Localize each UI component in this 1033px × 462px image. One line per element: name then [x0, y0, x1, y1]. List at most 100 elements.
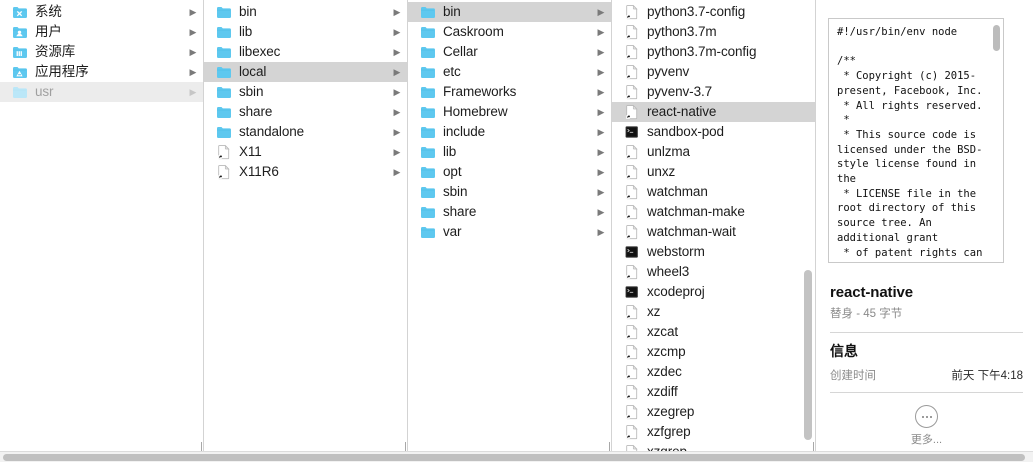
disclosure-chevron-icon: ▶ — [393, 147, 401, 157]
folder-icon — [420, 164, 437, 180]
file-row[interactable]: 资源库▶ — [0, 42, 203, 62]
file-row[interactable]: watchman-wait — [612, 222, 815, 242]
file-row[interactable]: unxz — [612, 162, 815, 182]
file-row[interactable]: watchman — [612, 182, 815, 202]
folder-icon — [420, 124, 437, 140]
file-row[interactable]: xzfgrep — [612, 422, 815, 442]
file-row[interactable]: xzegrep — [612, 402, 815, 422]
file-row[interactable]: python3.7m — [612, 22, 815, 42]
disclosure-chevron-icon: ▶ — [393, 67, 401, 77]
file-list-local: bin▶Caskroom▶Cellar▶etc▶Frameworks▶Homeb… — [408, 2, 611, 462]
file-row[interactable]: sbin▶ — [204, 82, 407, 102]
file-row[interactable]: Homebrew▶ — [408, 102, 611, 122]
file-row[interactable]: share▶ — [204, 102, 407, 122]
preview-scrollbar[interactable] — [993, 25, 1000, 51]
file-row[interactable]: share▶ — [408, 202, 611, 222]
folder-icon — [216, 124, 233, 140]
folder-users-icon — [12, 24, 29, 40]
folder-icon — [12, 84, 29, 100]
file-row[interactable]: 应用程序▶ — [0, 62, 203, 82]
file-row[interactable]: pyvenv-3.7 — [612, 82, 815, 102]
horizontal-scrollbar-thumb[interactable] — [3, 454, 1025, 461]
alias-icon — [624, 344, 641, 360]
disclosure-chevron-icon: ▶ — [393, 47, 401, 57]
file-row[interactable]: opt▶ — [408, 162, 611, 182]
file-row[interactable]: Cellar▶ — [408, 42, 611, 62]
folder-icon — [420, 184, 437, 200]
created-date-row: 创建时间 前天 下午4:18 — [830, 367, 1023, 383]
file-row[interactable]: var▶ — [408, 222, 611, 242]
disclosure-chevron-icon: ▶ — [597, 147, 605, 157]
file-row[interactable]: xzcat — [612, 322, 815, 342]
file-row[interactable]: python3.7m-config — [612, 42, 815, 62]
more-button-label: 更多... — [910, 434, 943, 446]
preview-pane: #!/usr/bin/env node /** * Copyright (c) … — [816, 0, 1033, 462]
folder-icon — [420, 24, 437, 40]
file-row[interactable]: local▶ — [204, 62, 407, 82]
column-resize-grip[interactable] — [402, 441, 407, 452]
file-row[interactable]: X11▶ — [204, 142, 407, 162]
file-row[interactable]: xzdec — [612, 362, 815, 382]
file-row[interactable]: etc▶ — [408, 62, 611, 82]
file-row[interactable]: standalone▶ — [204, 122, 407, 142]
file-row[interactable]: wheel3 — [612, 262, 815, 282]
file-row-label: wheel3 — [647, 264, 690, 279]
file-row[interactable]: 系统▶ — [0, 2, 203, 22]
terminal-icon — [624, 284, 641, 300]
file-row[interactable]: watchman-make — [612, 202, 815, 222]
file-row-label: python3.7m-config — [647, 44, 757, 59]
column-resize-grip[interactable] — [810, 441, 815, 452]
file-row[interactable]: react-native — [612, 102, 815, 122]
metadata-divider — [830, 332, 1023, 333]
disclosure-chevron-icon: ▶ — [393, 107, 401, 117]
file-row[interactable]: X11R6▶ — [204, 162, 407, 182]
file-row-label: watchman-wait — [647, 224, 736, 239]
ellipsis-circle-icon — [915, 405, 938, 428]
file-row-label: watchman-make — [647, 204, 745, 219]
disclosure-chevron-icon: ▶ — [189, 27, 197, 37]
file-row[interactable]: Frameworks▶ — [408, 82, 611, 102]
folder-icon — [420, 204, 437, 220]
file-row[interactable]: bin▶ — [204, 2, 407, 22]
file-row[interactable]: unlzma — [612, 142, 815, 162]
file-row[interactable]: 用户 ▶ — [0, 22, 203, 42]
file-row[interactable]: libexec▶ — [204, 42, 407, 62]
folder-applications-icon — [12, 64, 29, 80]
column-resize-grip[interactable] — [198, 441, 203, 452]
column-resize-grip[interactable] — [606, 441, 611, 452]
file-row-label: lib — [239, 24, 253, 39]
more-button[interactable]: 更多... — [830, 405, 1023, 447]
file-row-label: xzdiff — [647, 384, 678, 399]
disclosure-chevron-icon: ▶ — [597, 87, 605, 97]
alias-icon — [624, 384, 641, 400]
file-row[interactable]: xz — [612, 302, 815, 322]
file-row-label: sbin — [239, 84, 264, 99]
file-row[interactable]: webstorm — [612, 242, 815, 262]
file-row[interactable]: include▶ — [408, 122, 611, 142]
file-row[interactable]: lib▶ — [204, 22, 407, 42]
file-row[interactable]: sandbox-pod — [612, 122, 815, 142]
file-row[interactable]: xcodeproj — [612, 282, 815, 302]
file-row-label: Caskroom — [443, 24, 504, 39]
disclosure-chevron-icon: ▶ — [597, 67, 605, 77]
file-row[interactable]: usr▶ — [0, 82, 203, 102]
file-row[interactable]: xzcmp — [612, 342, 815, 362]
disclosure-chevron-icon: ▶ — [597, 187, 605, 197]
file-row[interactable]: Caskroom▶ — [408, 22, 611, 42]
horizontal-scrollbar[interactable] — [0, 451, 1033, 462]
preview-code-text: #!/usr/bin/env node /** * Copyright (c) … — [837, 26, 983, 262]
file-row[interactable]: lib▶ — [408, 142, 611, 162]
file-row[interactable]: pyvenv — [612, 62, 815, 82]
file-row-label: 用户 — [35, 24, 62, 39]
created-date-label: 创建时间 — [830, 370, 876, 382]
alias-icon — [624, 144, 641, 160]
file-row[interactable]: python3.7-config — [612, 2, 815, 22]
alias-icon — [624, 404, 641, 420]
file-row-label: usr — [35, 84, 54, 99]
file-row[interactable]: sbin▶ — [408, 182, 611, 202]
file-row-label: X11R6 — [239, 164, 279, 179]
column-vertical-scrollbar[interactable] — [804, 270, 812, 440]
file-row[interactable]: xzdiff — [612, 382, 815, 402]
alias-icon — [624, 4, 641, 20]
file-row[interactable]: bin▶ — [408, 2, 611, 22]
